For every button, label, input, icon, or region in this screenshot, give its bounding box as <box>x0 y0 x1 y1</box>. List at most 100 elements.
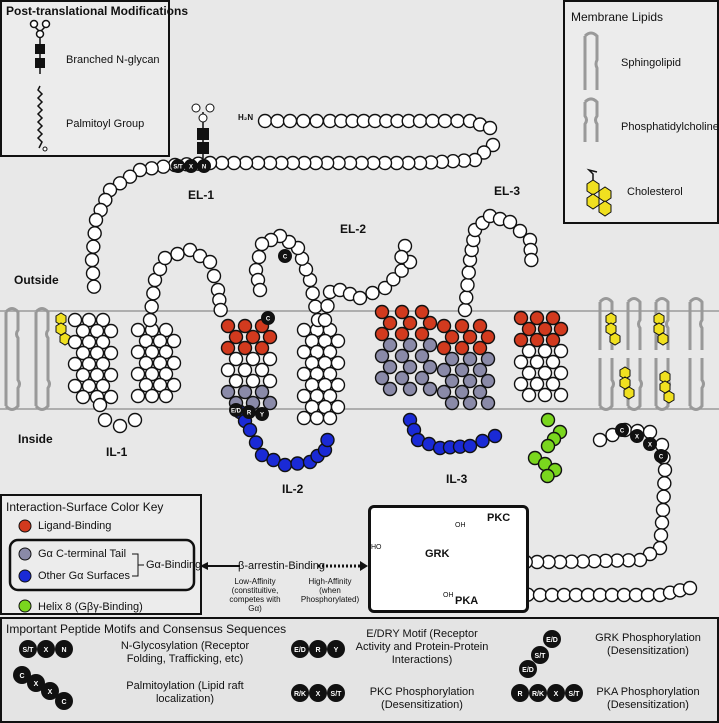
helix-residue <box>67 312 83 328</box>
helix-residue <box>330 399 346 415</box>
helix-residue <box>166 377 182 393</box>
il2-residue <box>290 456 305 471</box>
c-terminal-residue <box>640 587 656 603</box>
helix-residue <box>322 410 338 426</box>
helix-residue <box>237 340 253 356</box>
helix-residue <box>296 388 312 404</box>
svg-text:N: N <box>202 165 206 171</box>
pkc-label: PKC <box>487 512 511 524</box>
helix-residue <box>95 312 111 328</box>
c-terminal-residue <box>682 580 698 596</box>
helix-residue <box>472 384 488 400</box>
color-key-box: Interaction-Surface Color Key Ligand-Bin… <box>0 494 202 615</box>
helix-residue <box>144 388 160 404</box>
il3-residue <box>462 438 478 454</box>
el1-residue <box>206 268 222 284</box>
motifs-title: Important Peptide Motifs and Consensus S… <box>6 622 287 636</box>
helix-residue <box>89 345 105 361</box>
palmitoyl-label: Palmitoyl Group <box>66 118 145 130</box>
helix-residue <box>402 337 418 353</box>
n-terminal-residue <box>262 155 278 171</box>
motif-pka-st: S/T <box>565 684 583 702</box>
helix-residue <box>529 376 545 392</box>
cholesterol-label: Cholesterol <box>627 186 683 198</box>
helix-residue <box>130 322 146 338</box>
n-terminal-residue <box>112 176 128 191</box>
helix-residue <box>537 343 553 359</box>
helix-residue <box>81 334 97 350</box>
helix-residue <box>422 381 438 397</box>
c-terminal-residue <box>654 515 670 530</box>
gct-swatch <box>18 547 32 561</box>
n-terminal-residue <box>226 155 242 171</box>
c-terminal-residue <box>642 424 658 440</box>
el1-residue <box>146 286 161 301</box>
helix-residue <box>472 340 488 356</box>
helix-residue <box>144 344 160 360</box>
svg-text:R: R <box>315 647 320 654</box>
helix-residue <box>67 334 83 350</box>
motif-edry-y: Y <box>327 640 345 658</box>
helix-residue <box>521 365 537 381</box>
helix-residue <box>220 384 236 400</box>
n-terminal-residue <box>144 161 159 176</box>
svg-text:S/T: S/T <box>535 653 547 660</box>
helix8-residue <box>540 468 555 484</box>
n-terminal-residue <box>87 226 102 241</box>
n-terminal-residue <box>86 279 102 294</box>
el1-residue <box>142 312 158 328</box>
helix-residue <box>237 384 253 400</box>
helix-residue <box>309 410 325 426</box>
helix-residue <box>330 377 346 393</box>
il3-label: IL-3 <box>446 472 468 486</box>
helix-residue <box>262 373 278 389</box>
helix-residue <box>382 315 398 331</box>
pkc-caption: PKC Phosphorylation (Desensitization) <box>369 686 475 711</box>
arrestin-high-affinity: High-Affinity (when Phosphorylated) <box>300 577 360 604</box>
ligand-swatch <box>18 519 32 533</box>
helix-residue <box>158 388 174 404</box>
helix-residue <box>138 355 154 371</box>
il1-label: IL-1 <box>106 445 128 459</box>
helix-residue <box>220 318 236 334</box>
el2-residue <box>352 290 368 306</box>
cholesterol-outer <box>605 312 621 346</box>
n-terminal-residue <box>309 113 324 129</box>
il2-label: IL-2 <box>282 482 304 496</box>
helix-residue <box>89 367 105 383</box>
inside-label: Inside <box>18 432 53 446</box>
arrestin-arrow <box>200 561 368 571</box>
helix-residue <box>296 410 312 426</box>
helix-residue <box>144 366 160 382</box>
helix-residue <box>75 345 91 361</box>
helix-residue <box>296 366 312 382</box>
n-terminal-residue <box>214 155 230 171</box>
edry-r-residue: R <box>242 405 256 419</box>
helix-residue <box>402 359 418 375</box>
motif-pkc-rk: R/K <box>291 684 309 702</box>
n-glyc-caption: N-Glycosylation (Receptor Folding, Traff… <box>120 640 250 665</box>
svg-text:X: X <box>648 443 652 449</box>
helix-residue <box>537 365 553 381</box>
helix-residue <box>513 354 529 370</box>
el2-residue <box>317 312 333 328</box>
motif-pkc-st: S/T <box>327 684 345 702</box>
oh-top-label: OH <box>455 522 466 529</box>
cholesterol-outer <box>55 312 71 346</box>
helix-residue <box>521 321 537 337</box>
n-terminal-residue <box>450 113 465 129</box>
helix-residue <box>553 365 569 381</box>
helix-residue <box>152 377 168 393</box>
svg-text:C: C <box>266 317 271 323</box>
il2-residue <box>248 435 264 450</box>
helix-residue <box>81 378 97 394</box>
lipid-bilayer <box>4 297 705 411</box>
gct-key-label: Gα C-terminal Tail <box>38 548 127 560</box>
helix-residue <box>166 355 182 371</box>
helix-residue <box>95 378 111 394</box>
arrestin-label: β-arrestin-Binding <box>238 560 326 572</box>
n-glyc-n-residue: N <box>197 159 211 173</box>
el3-residue <box>457 302 473 318</box>
palm-caption: Palmitoylation (Lipid raft localization) <box>126 680 244 705</box>
svg-text:R: R <box>517 691 522 698</box>
